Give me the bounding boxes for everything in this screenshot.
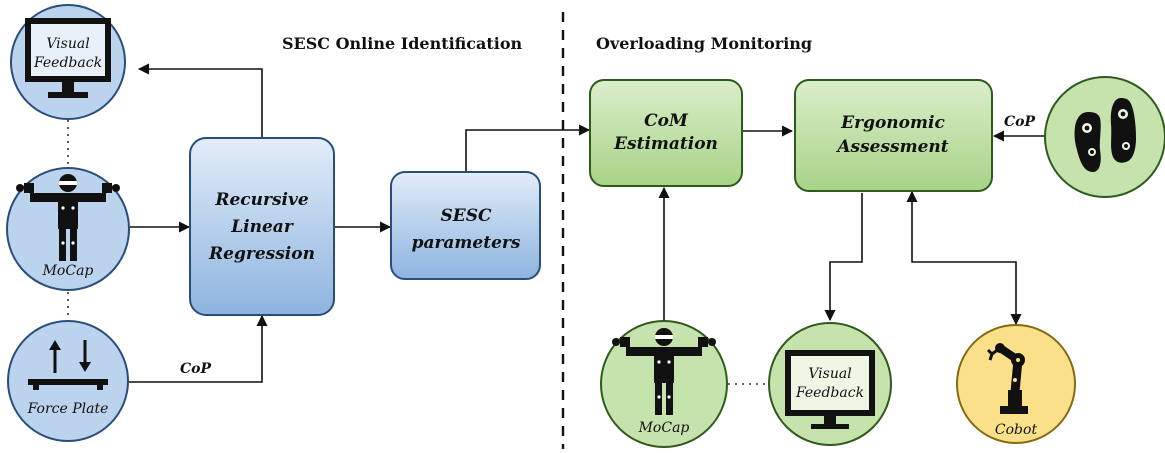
sesc-line1: SESC [440, 206, 492, 226]
node-ergonomic-assessment: Ergonomic Assessment [794, 79, 993, 192]
com-line2: Estimation [613, 134, 718, 154]
edge-label-cop-left: CoP [180, 361, 211, 377]
mocap-figure-icon [16, 174, 120, 261]
edge-regression-to-visual-feedback [137, 63, 263, 137]
node-insoles [1044, 76, 1165, 198]
regression-line1: Recursive [214, 190, 309, 210]
com-line1: CoM [644, 111, 689, 131]
force-plate-label: Force Plate [27, 401, 109, 417]
node-mocap-left: MoCap [6, 167, 130, 291]
visual-feedback-left-line2: Feedback [33, 55, 102, 71]
monitor-icon [785, 350, 875, 429]
insoles-icon [1074, 98, 1136, 172]
regression-line3: Regression [208, 244, 315, 264]
visual-feedback-left-line1: Visual [46, 36, 89, 52]
section-title-sesc: SESC Online Identification [282, 34, 523, 53]
edge-forceplate-to-regression [128, 314, 268, 383]
edge-label-cop-right: CoP [1004, 114, 1035, 130]
visual-feedback-right-line1: Visual [808, 366, 851, 382]
monitor-icon [25, 18, 111, 98]
edge-ergonomic-to-visual-feedback [824, 193, 863, 322]
visual-feedback-right-line2: Feedback [795, 385, 864, 401]
edge-sesc-to-com [465, 124, 591, 172]
ergonomic-line1: Ergonomic [840, 113, 945, 133]
robot-arm-icon [986, 343, 1028, 414]
node-visual-feedback-right: Visual Feedback [768, 322, 892, 446]
node-sesc-parameters: SESC parameters [390, 171, 541, 280]
mocap-figure-icon [612, 328, 716, 415]
node-regression: Recursive Linear Regression [189, 137, 335, 316]
node-visual-feedback-left: Visual Feedback [10, 4, 126, 120]
sesc-line2: parameters [412, 233, 521, 253]
node-cobot: Cobot [956, 324, 1076, 444]
mocap-left-label: MoCap [42, 263, 94, 279]
force-plate-icon [28, 340, 108, 390]
ergonomic-line2: Assessment [835, 137, 948, 157]
regression-line2: Linear [230, 217, 294, 237]
section-title-overloading: Overloading Monitoring [596, 34, 812, 53]
mocap-right-label: MoCap [638, 420, 690, 436]
node-com-estimation: CoM Estimation [589, 79, 743, 187]
edge-ergonomic-cobot [906, 190, 1022, 326]
node-force-plate: Force Plate [7, 320, 129, 442]
node-mocap-right: MoCap [600, 320, 728, 448]
cobot-label: Cobot [995, 422, 1038, 438]
